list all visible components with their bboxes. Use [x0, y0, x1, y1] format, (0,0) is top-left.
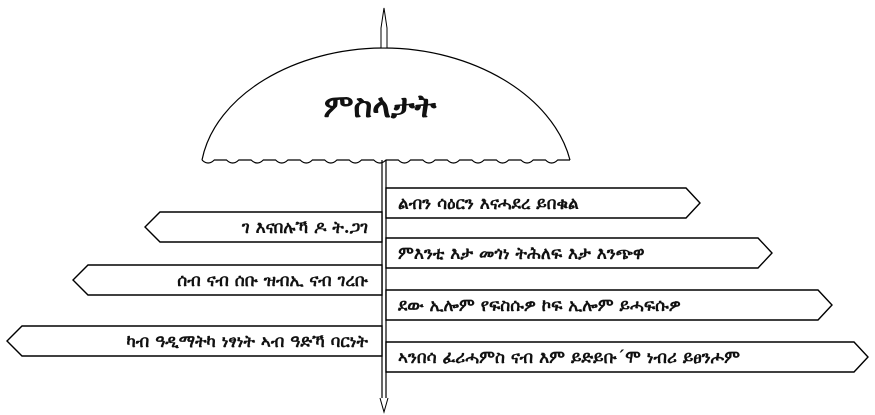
- sign-left-1-label: ገ እናበሉኻ ዶ ት.ጋገ: [241, 218, 368, 238]
- sign-right-2-label: ምእንቲ እታ መጎነ ትሕለፍ እታ እንጭዋ: [398, 244, 645, 264]
- sign-left-1: ገ እናበሉኻ ዶ ት.ጋገ: [144, 211, 383, 243]
- sign-left-3-label: ካብ ዓዲማትካ ነፃነት ኣብ ዓድኻ ባርነት: [127, 332, 369, 352]
- diagram-title: ምስላታት: [324, 87, 437, 125]
- sign-right-1: ልብን ሳዕርን እናሓደረ ይበቁል: [385, 187, 701, 219]
- sign-right-2: ምእንቲ እታ መጎነ ትሕለፍ እታ እንጭዋ: [385, 237, 773, 269]
- sign-right-3: ደው ኢሎም የፍስሱዎ ኮፍ ኢሎም ይሓፍሱዎ: [385, 289, 833, 321]
- sign-right-1-label: ልብን ሳዕርን እናሓደረ ይበቁል: [398, 194, 579, 214]
- sign-left-3: ካብ ዓዲማትካ ነፃነት ኣብ ዓድኻ ባርነት: [6, 325, 383, 357]
- sign-left-2-label: ሰብ ናብ ሰቡ ዝብኢ ናብ ገረቡ: [177, 271, 369, 291]
- sign-right-4: ኣንበሳ ፈሪሓምስ ናብ እም ይድይቡ´ሞ ነብሪ ይፀንሖም: [385, 341, 869, 373]
- sign-left-2: ሰብ ናብ ሰቡ ዝብኢ ናብ ገረቡ: [72, 264, 383, 296]
- umbrella-tip: [380, 7, 388, 49]
- sign-right-3-label: ደው ኢሎም የፍስሱዎ ኮፍ ኢሎም ይሓፍሱዎ: [397, 296, 681, 316]
- sign-right-4-label: ኣንበሳ ፈሪሓምስ ናብ እም ይድይቡ´ሞ ነብሪ ይፀንሖም: [398, 348, 740, 368]
